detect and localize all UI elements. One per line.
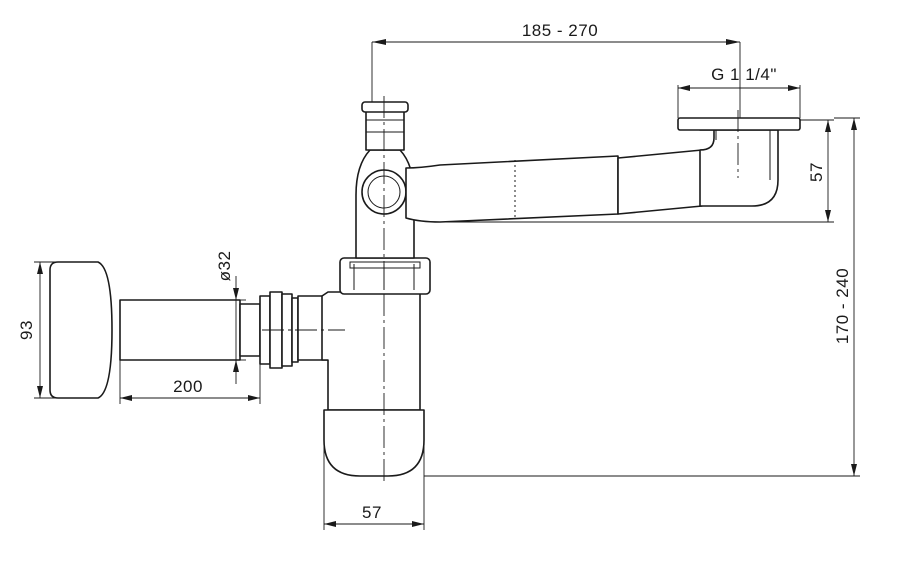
centerlines bbox=[262, 96, 739, 482]
overflow-inlet bbox=[365, 107, 405, 151]
hose-coupling bbox=[239, 303, 261, 357]
drain-pipe-sleeve bbox=[405, 155, 619, 223]
top-span-label: 185 - 270 bbox=[522, 21, 598, 40]
hose-length-label: 200 bbox=[173, 377, 203, 396]
wall-connector-box bbox=[49, 261, 113, 399]
dimension-labels: 185 - 270 G 1 1/4" 57 170 - 240 ø32 93 2… bbox=[17, 21, 852, 522]
hose-diameter-label: ø32 bbox=[215, 251, 234, 282]
outlet-elbow bbox=[699, 129, 779, 207]
cup-width-label: 57 bbox=[362, 503, 382, 522]
height-right-label: 57 bbox=[807, 162, 826, 182]
side-hose bbox=[119, 299, 241, 361]
total-height-label: 170 - 240 bbox=[833, 268, 852, 344]
wall-box-height-label: 93 bbox=[17, 320, 36, 340]
tail-pipe bbox=[617, 149, 703, 215]
sink-outlet-flange bbox=[677, 117, 801, 131]
thread-label: G 1 1/4" bbox=[711, 65, 777, 84]
siphon-cup bbox=[323, 409, 425, 477]
siphon-body bbox=[321, 291, 421, 411]
dimension-lines bbox=[34, 39, 860, 530]
siphon-parts bbox=[49, 101, 801, 477]
